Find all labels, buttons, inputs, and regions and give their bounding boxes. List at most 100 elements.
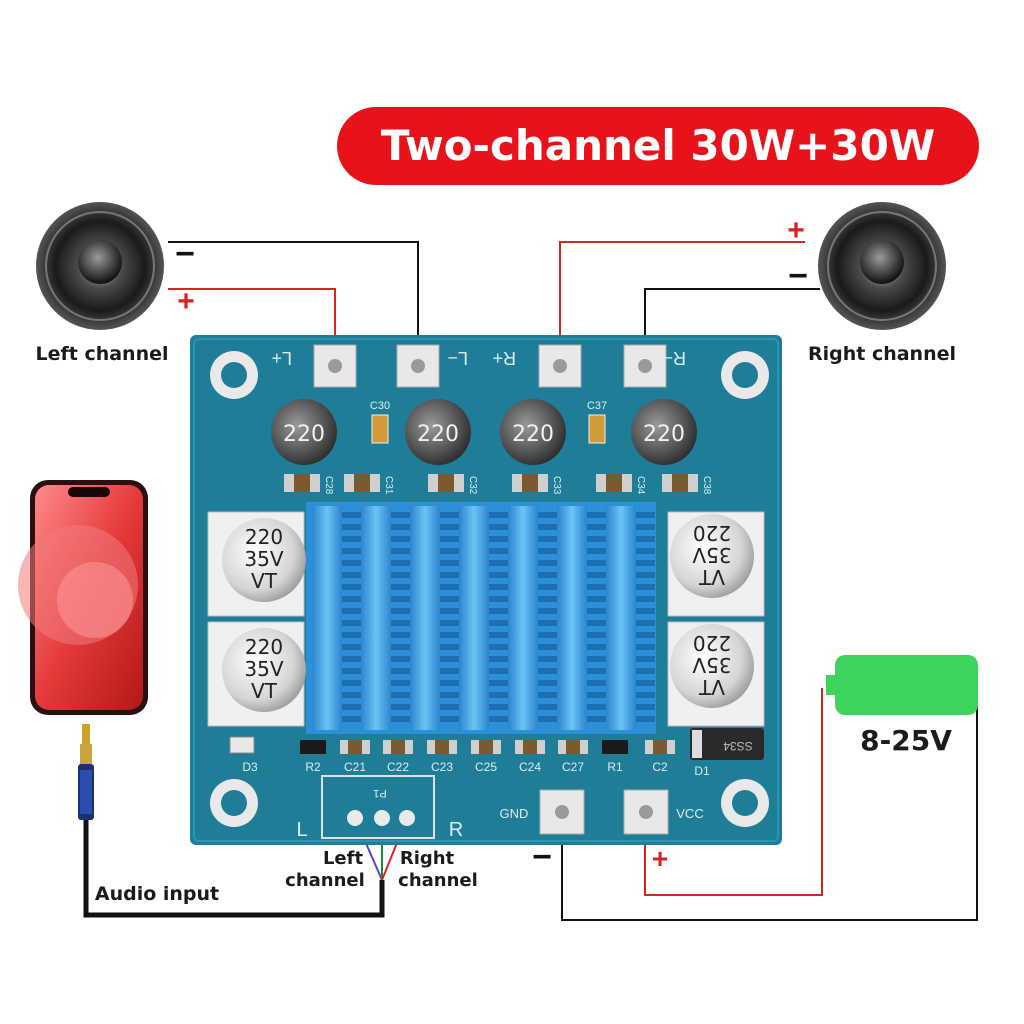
cap-4-line1: 220 bbox=[693, 631, 731, 655]
left-speaker-minus: − bbox=[175, 235, 195, 273]
heatsink-slot bbox=[538, 632, 557, 638]
c28-label: C28 bbox=[323, 476, 334, 495]
heatsink-slot bbox=[440, 548, 459, 554]
heatsink-slot bbox=[440, 656, 459, 662]
heatsink-slot bbox=[489, 548, 508, 554]
heatsink-slot bbox=[636, 572, 655, 578]
c32-label: C32 bbox=[467, 476, 478, 495]
mount-holes bbox=[210, 351, 769, 827]
heatsink-slot bbox=[636, 656, 655, 662]
heatsink-slot bbox=[587, 596, 606, 602]
heatsink-slot bbox=[440, 524, 459, 530]
heatsink-fin bbox=[361, 506, 391, 730]
heatsink-slot bbox=[440, 680, 459, 686]
heatsink-slot bbox=[391, 512, 410, 518]
component-label-c2: C2 bbox=[652, 760, 668, 774]
heatsink-slot bbox=[489, 692, 508, 698]
power-minus: − bbox=[532, 838, 552, 876]
heatsink-slot bbox=[440, 632, 459, 638]
heatsink-slot bbox=[440, 608, 459, 614]
heatsink-slot bbox=[391, 572, 410, 578]
heatsink-slot bbox=[391, 620, 410, 626]
cap-2-line2: 35V bbox=[244, 657, 283, 681]
heatsink-slot bbox=[440, 620, 459, 626]
heatsink-slot bbox=[636, 620, 655, 626]
heatsink-slot bbox=[342, 608, 361, 614]
heatsink-slot bbox=[342, 644, 361, 650]
heatsink-slot bbox=[587, 512, 606, 518]
inductor-1-value: 220 bbox=[283, 422, 325, 447]
heatsink-slot bbox=[636, 668, 655, 674]
heatsink-slot bbox=[587, 560, 606, 566]
heatsink-slot bbox=[391, 596, 410, 602]
cap-4-line2: 35V bbox=[692, 653, 731, 677]
heatsink-slot bbox=[342, 668, 361, 674]
cap-2-line1: 220 bbox=[245, 635, 283, 659]
heatsink-slot bbox=[538, 524, 557, 530]
heatsink-slot bbox=[440, 560, 459, 566]
heatsink-slot bbox=[587, 536, 606, 542]
component-label-c21: C21 bbox=[344, 760, 366, 774]
heatsink-slot bbox=[489, 656, 508, 662]
cap-1-line3: VT bbox=[251, 569, 278, 593]
heatsink-slot bbox=[342, 620, 361, 626]
heatsink-slot bbox=[391, 632, 410, 638]
heatsink-slot bbox=[342, 716, 361, 722]
heatsink-slot bbox=[489, 632, 508, 638]
heatsink-slot bbox=[587, 632, 606, 638]
heatsink-slot bbox=[538, 620, 557, 626]
terminal-l-plus-label: L+ bbox=[271, 348, 292, 368]
heatsink-slot bbox=[636, 680, 655, 686]
heatsink-slot bbox=[587, 608, 606, 614]
heatsink-slot bbox=[636, 716, 655, 722]
heatsink-slot bbox=[587, 620, 606, 626]
heatsink-slot bbox=[440, 536, 459, 542]
heatsink-slot bbox=[587, 656, 606, 662]
heatsink-slot bbox=[587, 716, 606, 722]
heatsink-slot bbox=[538, 692, 557, 698]
cap-3-line2: 35V bbox=[692, 543, 731, 567]
heatsink-fin bbox=[606, 506, 636, 730]
heatsink-slot bbox=[587, 524, 606, 530]
heatsink-slot bbox=[391, 536, 410, 542]
heatsink-slot bbox=[489, 596, 508, 602]
right-speaker-label: Right channel bbox=[808, 343, 956, 365]
input-header: P1 L R bbox=[296, 775, 463, 841]
wire-audio-cable bbox=[83, 820, 385, 918]
heatsink-slot bbox=[391, 716, 410, 722]
heatsink-slot bbox=[391, 548, 410, 554]
battery-icon bbox=[835, 655, 978, 715]
heatsink-slot bbox=[587, 548, 606, 554]
heatsink-slot bbox=[538, 644, 557, 650]
c34-label: C34 bbox=[635, 476, 646, 495]
title-text: Two-channel 30W+30W bbox=[381, 121, 935, 170]
heatsink-slot bbox=[587, 704, 606, 710]
cap-1-line1: 220 bbox=[245, 525, 283, 549]
heatsink-fin bbox=[410, 506, 440, 730]
heatsink-slot bbox=[636, 692, 655, 698]
heatsink-slot bbox=[342, 560, 361, 566]
heatsink-slot bbox=[440, 572, 459, 578]
diode-marking: SS34 bbox=[723, 739, 753, 753]
heatsink-slot bbox=[342, 512, 361, 518]
component-label-r2: R2 bbox=[305, 760, 321, 774]
electrolytic-caps: 220 35V VT 220 35V VT 220 35V VT 220 35V… bbox=[207, 511, 765, 727]
top-caps: C30 C37 bbox=[370, 400, 607, 444]
heatsink-slot bbox=[538, 548, 557, 554]
inductor-4-value: 220 bbox=[643, 422, 685, 447]
left-channel-line1: Left bbox=[323, 848, 364, 869]
heatsink-slot bbox=[489, 512, 508, 518]
heatsink-slot bbox=[342, 572, 361, 578]
heatsink-slot bbox=[342, 524, 361, 530]
heatsink-slot bbox=[636, 548, 655, 554]
wire-power-minus bbox=[561, 688, 978, 921]
heatsink-slot bbox=[636, 596, 655, 602]
heatsink-slot bbox=[587, 680, 606, 686]
heatsink-slot bbox=[342, 536, 361, 542]
cap-1-line2: 35V bbox=[244, 547, 283, 571]
heatsink-slot bbox=[489, 620, 508, 626]
power-plus: + bbox=[652, 843, 668, 874]
heatsink-slot bbox=[440, 596, 459, 602]
heatsink-slot bbox=[538, 704, 557, 710]
